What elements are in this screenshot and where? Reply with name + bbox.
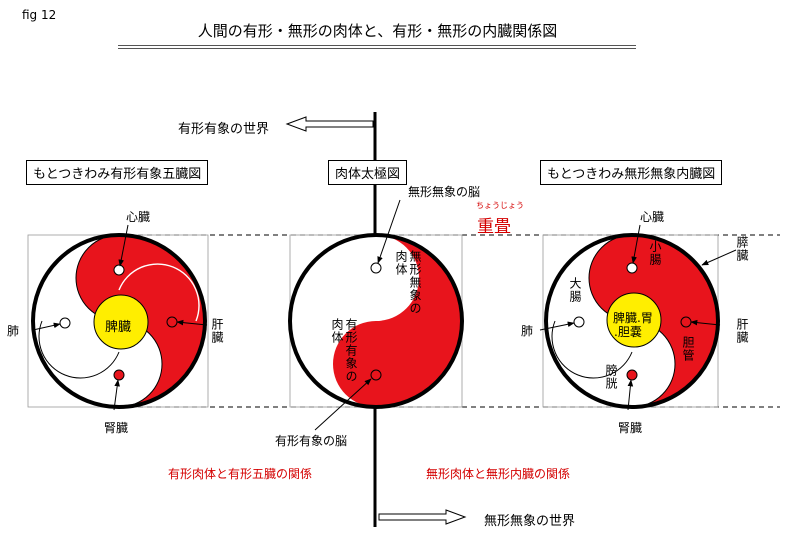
left-spleen-disc [93,294,149,350]
formless-world-label: 無形無象の世界 [484,514,576,529]
left-spleen-label: 脾臓 [105,320,132,335]
left-liver-label: 肝臓 [210,318,224,344]
right-diagram-title-box: もとつきわみ無形無象内臓図 [540,160,723,185]
formed-brain-label: 有形有象の脳 [275,434,348,448]
left-lung-label: 肺 [7,324,20,338]
figure-number: fig 12 [22,8,57,22]
small-intestine-label: 小腸 [648,240,662,266]
left-heart-label: 心臓 [126,210,151,224]
right-lung-label: 肺 [521,324,534,338]
page-title: 人間の有形・無形の肉体と、有形・無形の内臓関係図 [197,22,558,40]
formless-body-label: 無形無象の肉体 [394,250,422,315]
bile-duct-label: 胆管 [681,336,695,362]
left-kidney-dot [113,369,125,381]
large-intestine-label: 大腸 [568,277,582,303]
right-liver-label: 肝臓 [735,318,749,344]
right-relation-caption: 無形肉体と無形内臓の関係 [426,467,571,481]
right-liver-dot [680,316,692,328]
right-gallbladder-label: .胆嚢 [614,325,642,339]
right-kidney-label: 腎臓 [618,421,643,435]
left-heart-dot [113,264,125,276]
left-diagram-title-box: もとつきわみ有形有象五臓図 [26,160,209,185]
bladder-label: 膀胱 [604,364,618,390]
left-lung-dot [59,317,71,329]
center-taiji-diagram [288,199,464,431]
right-heart-dot [626,262,638,274]
formed-world-label: 有形有象の世界 [178,122,270,137]
title-underline [118,45,636,49]
bottom-hollow-arrow [378,509,467,525]
left-kidney-label: 腎臓 [104,421,129,435]
right-lung-dot [573,316,585,328]
right-spleen-stomach-label: 脾臓.胃 [613,311,653,325]
formed-brain-dot [370,369,382,381]
right-internal-organs-diagram [539,224,737,411]
right-spleen-disc [606,292,662,348]
formless-brain-dot [370,262,382,274]
formed-body-label: 有形有象の肉体 [330,318,358,383]
right-heart-label: 心臓 [640,210,665,224]
right-kidney-dot [626,369,638,381]
left-liver-dot [166,316,178,328]
pancreas-label: 膵臓 [735,236,749,262]
overlap-ruby: ちょうじょう [476,201,524,210]
left-five-organs-diagram [31,224,208,411]
top-hollow-arrow [285,116,374,132]
formless-brain-label: 無形無象の脳 [408,185,481,199]
left-relation-caption: 有形肉体と有形五臓の関係 [168,467,313,481]
overlap-label: 重畳 [477,217,511,237]
center-diagram-title-box: 肉体太極図 [328,160,408,185]
